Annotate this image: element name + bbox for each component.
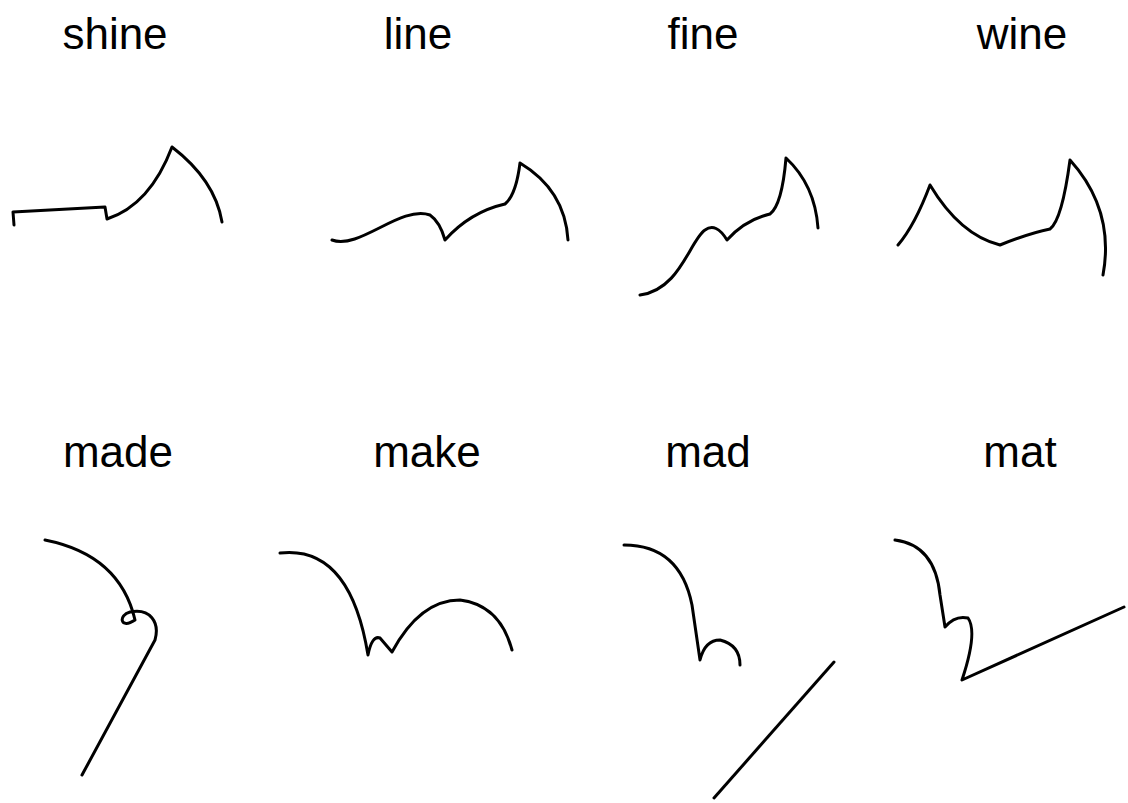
- word-label: mat: [900, 426, 1128, 479]
- mat-outline: [895, 540, 1124, 680]
- make-outline: [280, 552, 512, 655]
- word-label: mad: [588, 426, 828, 479]
- wine-outline: [898, 160, 1106, 275]
- word-label: make: [307, 426, 547, 479]
- line-outline: [332, 163, 568, 241]
- word-label: line: [298, 8, 538, 61]
- word-label: made: [0, 426, 238, 479]
- word-label: fine: [583, 8, 823, 61]
- fine-outline: [640, 158, 818, 295]
- mad-stroke: [714, 662, 834, 798]
- mad-outline: [624, 545, 740, 665]
- word-label: shine: [0, 8, 235, 61]
- word-label: wine: [902, 8, 1128, 61]
- shine-outline: [13, 147, 222, 225]
- made-outline: [45, 540, 156, 775]
